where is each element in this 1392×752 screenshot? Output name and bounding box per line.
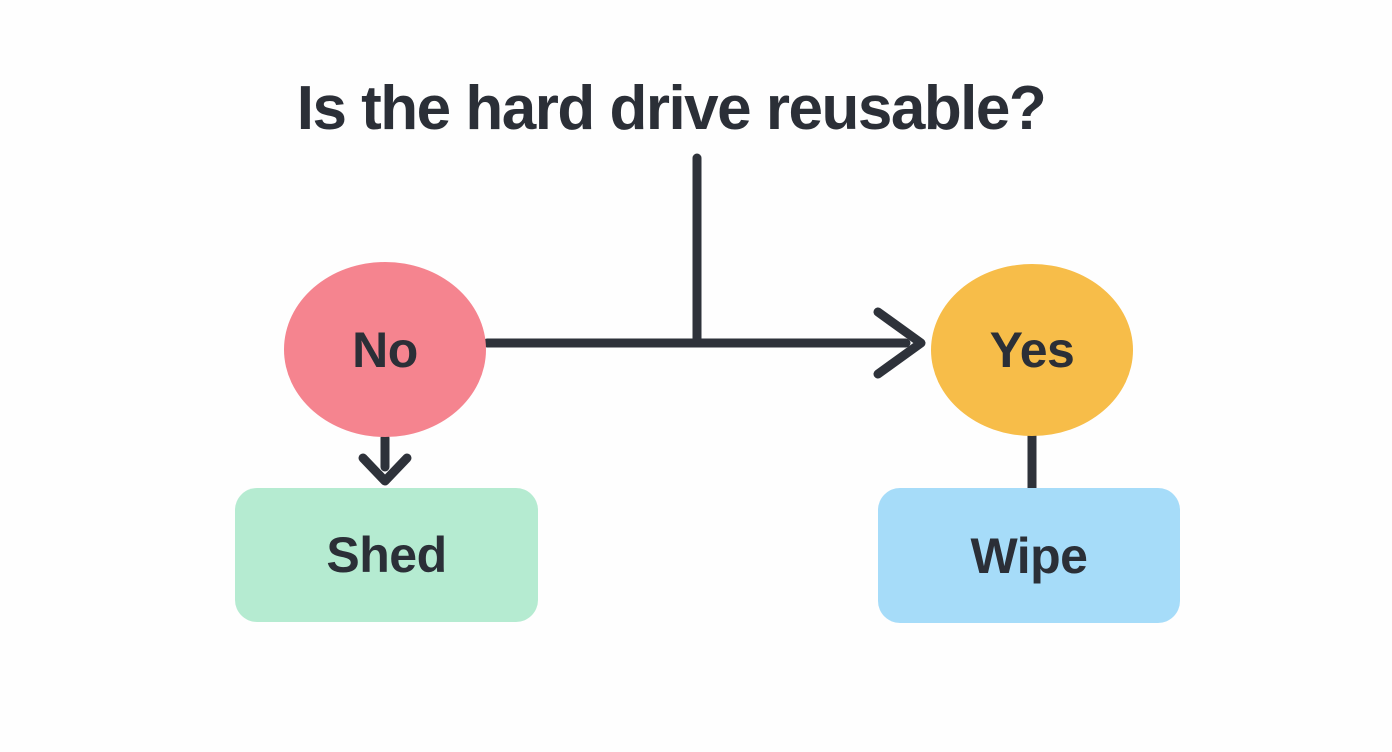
arrowhead-down-icon	[358, 453, 412, 486]
node-yes-label: Yes	[989, 322, 1075, 378]
diagram-title: Is the hard drive reusable?	[296, 74, 1047, 143]
node-shed: Shed	[235, 488, 538, 622]
node-yes: Yes	[931, 264, 1133, 436]
node-wipe-label: Wipe	[970, 527, 1089, 584]
node-no-label: No	[352, 321, 418, 378]
node-no: No	[284, 262, 486, 437]
arrowhead-right-icon	[873, 307, 926, 379]
node-shed-label: Shed	[326, 527, 447, 583]
node-wipe: Wipe	[878, 488, 1180, 623]
connector-group	[358, 153, 1037, 494]
